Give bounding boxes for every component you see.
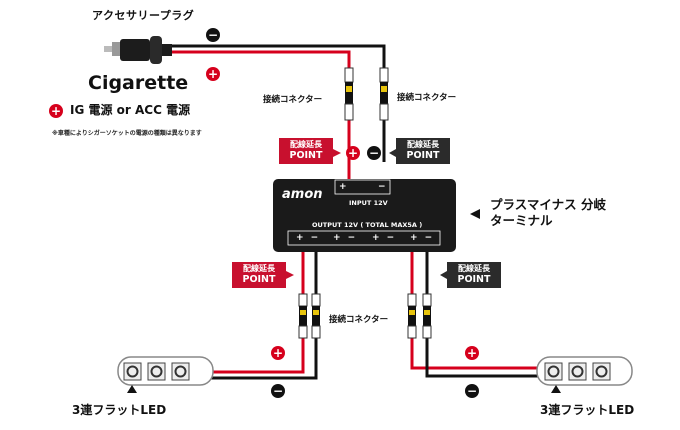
input-minus-label: − (378, 182, 388, 192)
plus-icon: + (465, 346, 479, 360)
output-connectors-left (298, 293, 321, 339)
accessory-plug-label: アクセサリープラグ (92, 9, 195, 22)
cigarette-label: Cigarette (88, 72, 189, 94)
led-right-label: 3連フラットLED (540, 403, 635, 417)
plus-icon: + (49, 104, 63, 118)
output-terminal-4: + − (410, 233, 435, 243)
led-left-pointer-icon (127, 385, 137, 393)
distributor-label: プラスマイナス 分岐ターミナル (490, 197, 606, 228)
led-strip-right (536, 356, 633, 386)
connector-label: 接続コネクター (397, 93, 457, 103)
output-terminal-3: + − (372, 233, 397, 243)
connector-label: 接続コネクター (329, 315, 389, 325)
input-rating: INPUT 12V (349, 199, 388, 207)
led-right-pointer-icon (551, 385, 561, 393)
brand-logo: amon (282, 187, 323, 202)
power-note: ※車種によりシガーソケットの電源の種類は異なります (52, 130, 202, 137)
led-strip-left (117, 356, 214, 386)
minus-icon: − (367, 146, 381, 160)
distributor-pointer-icon (470, 209, 480, 219)
minus-icon: − (206, 28, 220, 42)
plus-icon: + (206, 67, 220, 81)
input-connector-black (379, 67, 389, 121)
connector-label: 接続コネクター (263, 95, 323, 105)
distributor-box (273, 179, 456, 252)
plus-icon: + (271, 346, 285, 360)
minus-icon: − (465, 384, 479, 398)
output-connectors-right (407, 293, 432, 339)
input-plus-label: + (339, 182, 349, 192)
output-terminal-1: + − (296, 233, 321, 243)
output-terminal-2: + − (333, 233, 358, 243)
led-left-label: 3連フラットLED (72, 403, 167, 417)
power-type-label: IG 電源 or ACC 電源 (70, 103, 191, 117)
minus-icon: − (271, 384, 285, 398)
output-rating: OUTPUT 12V ( TOTAL MAX5A ) (312, 221, 423, 229)
input-connector-red (344, 67, 354, 121)
cigarette-plug (104, 36, 172, 64)
plus-icon: + (346, 146, 360, 160)
